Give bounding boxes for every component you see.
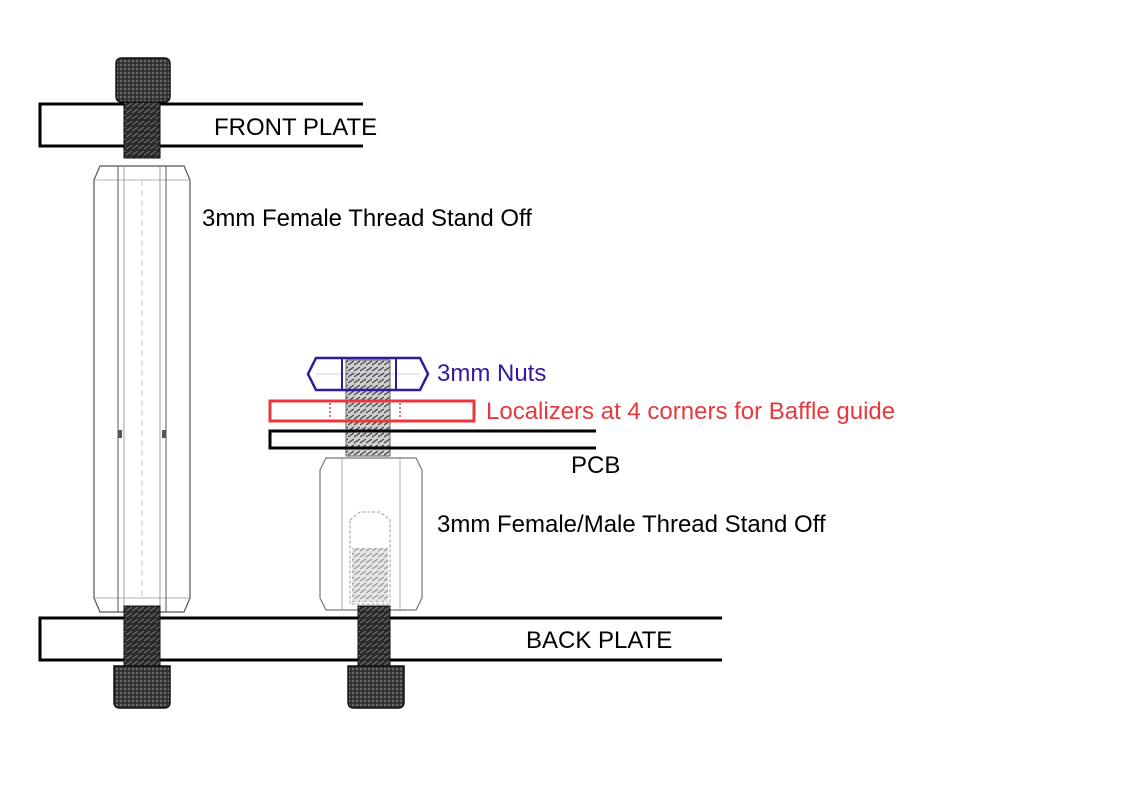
back-plate-label: BACK PLATE (526, 627, 673, 654)
nuts-label: 3mm Nuts (437, 360, 547, 387)
threaded-rod-icon (345, 359, 391, 457)
hex-nut-icon (306, 356, 430, 392)
socket-head-screw-icon (347, 605, 405, 709)
socket-head-screw-icon (115, 57, 171, 159)
front-plate-label: FRONT PLATE (214, 114, 378, 141)
female-male-standoff-label: 3mm Female/Male Thread Stand Off (437, 511, 826, 538)
front-plate (38, 102, 363, 148)
female-male-standoff (319, 457, 423, 611)
socket-head-screw-icon (113, 605, 171, 709)
pcb-board (268, 429, 596, 450)
female-standoff-label: 3mm Female Thread Stand Off (202, 205, 532, 232)
localizers-label: Localizers at 4 corners for Baffle guide (486, 398, 896, 425)
female-standoff (93, 165, 191, 613)
front-plate-hole (123, 104, 161, 158)
pcb-label: PCB (571, 452, 621, 479)
baffle-localizer (268, 399, 476, 423)
